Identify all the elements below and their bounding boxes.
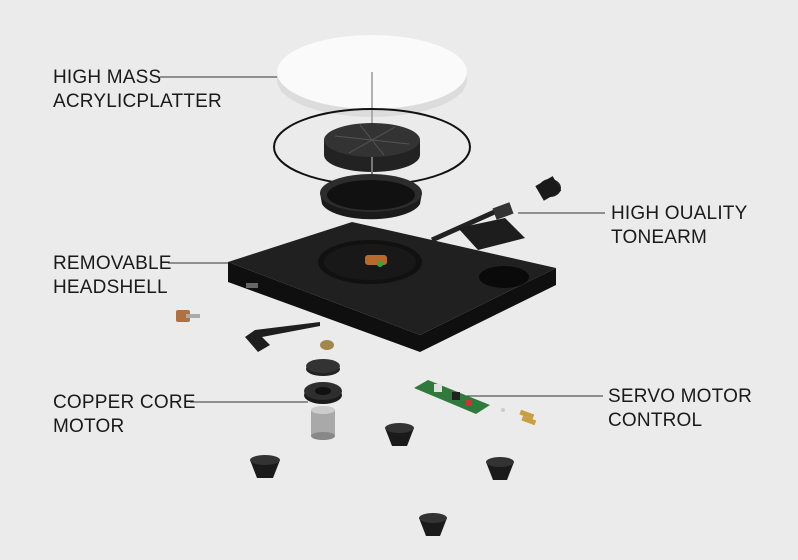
callout-servo: SERVO MOTOR CONTROL (608, 385, 752, 433)
callout-motor-line1: COPPER CORE (53, 392, 196, 413)
arm-lift (245, 322, 320, 352)
callout-motor: COPPER CORE MOTOR (53, 391, 196, 439)
copper-core-motor (304, 340, 342, 440)
foot (250, 455, 280, 478)
callout-servo-line2: CONTROL (608, 410, 703, 431)
plinth (228, 222, 556, 352)
bearing-housing (320, 174, 422, 220)
callout-tonearm-line1: HIGH OUALITY (611, 203, 748, 224)
sub-platter (324, 123, 420, 176)
callout-tonearm: HIGH OUALITY TONEARM (611, 202, 747, 250)
servo-control-board (414, 380, 537, 426)
headshell (176, 310, 200, 322)
callout-platter-line2: ACRYLICPLATTER (53, 91, 222, 112)
acrylic-platter (277, 35, 467, 130)
foot (486, 457, 514, 480)
callout-platter: HIGH MASS ACRYLICPLATTER (53, 66, 222, 114)
callout-servo-line1: SERVO MOTOR (608, 386, 753, 407)
callout-headshell: REMOVABLE HEADSHELL (53, 252, 172, 300)
callout-headshell-line2: HEADSHELL (53, 277, 168, 298)
callout-headshell-line1: REMOVABLE (53, 253, 172, 274)
foot (419, 513, 447, 536)
foot (385, 423, 414, 446)
callout-motor-line2: MOTOR (53, 416, 125, 437)
isolation-feet (250, 423, 514, 536)
callout-tonearm-line2: TONEARM (611, 227, 708, 248)
callout-platter-line1: HIGH MASS (53, 67, 162, 88)
tonearm (430, 176, 562, 250)
